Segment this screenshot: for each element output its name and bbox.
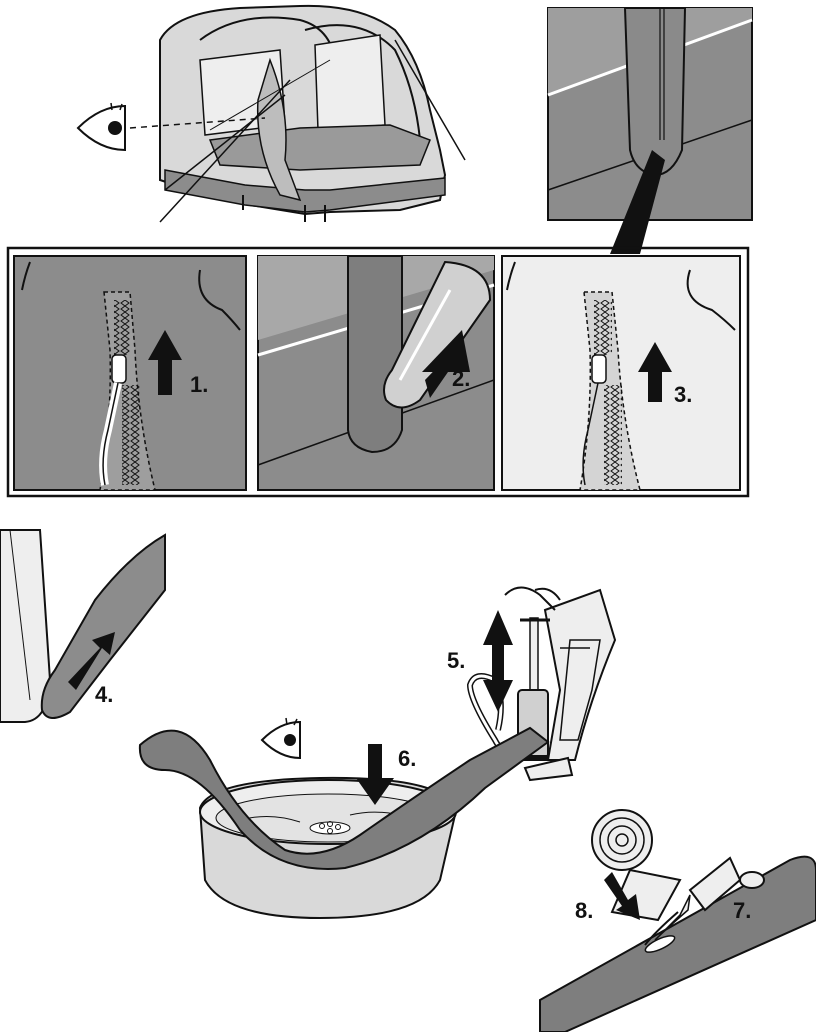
repair-steps: 8. 7. [540,810,816,1032]
step-label-5: 5. [447,648,465,673]
step-label-8: 8. [575,898,593,923]
panel-step-2: 2. [258,256,494,490]
eye-icon [262,718,300,758]
step-label-2: 2. [452,366,470,391]
step-label-4: 4. [95,682,113,707]
panel-step-3: 3. [502,256,740,490]
eye-icon [78,103,125,150]
step-label-7: 7. [733,898,751,923]
step-label-3: 3. [674,382,692,407]
tent-illustration [160,6,465,222]
double-arrow-icon [483,610,513,712]
step-label-1: 1. [190,372,208,397]
basin-step-6: 6. [140,728,548,918]
tube-removal-step-4: 4. [0,530,165,722]
step-label-6: 6. [398,746,416,771]
panel-step-1: 1. [14,256,246,490]
